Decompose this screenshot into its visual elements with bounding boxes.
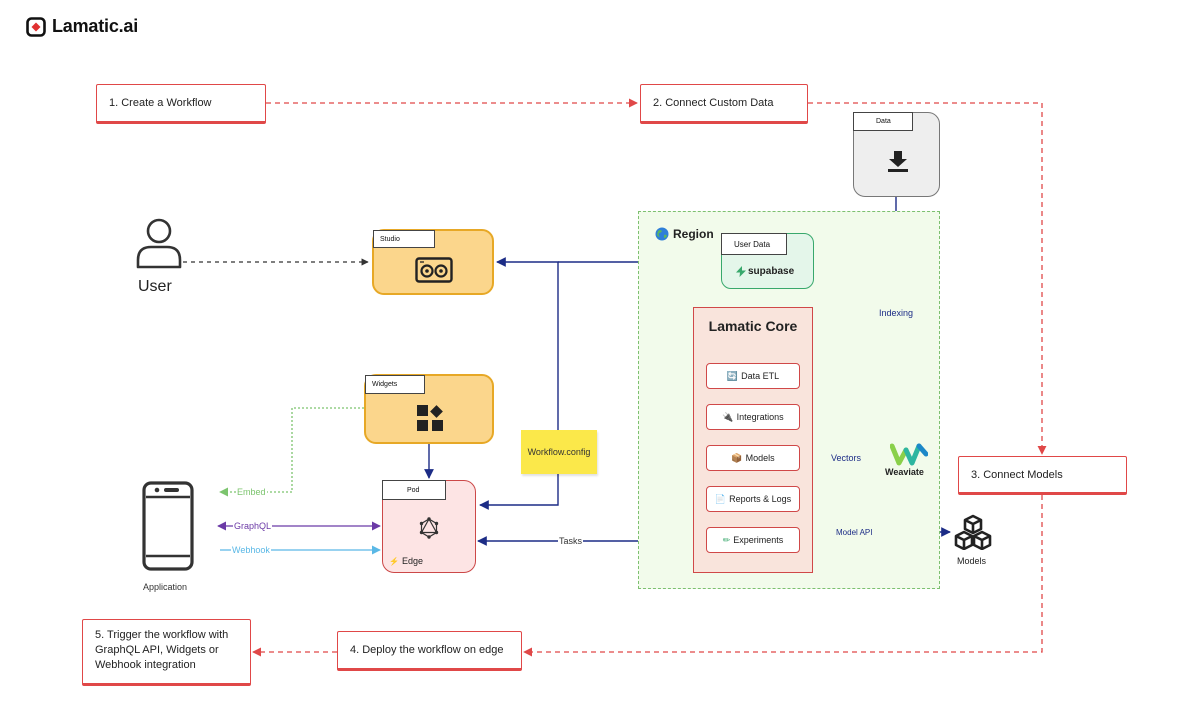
flow-step2-to-step3 <box>808 102 1047 455</box>
application-label: Application <box>143 582 188 592</box>
data-card[interactable]: Data <box>853 112 940 197</box>
studio-icon <box>415 257 453 283</box>
lamatic-core-title: Lamatic Core <box>708 318 798 334</box>
lamatic-logo-icon <box>26 16 46 37</box>
models-cubes-icon <box>954 514 992 550</box>
brand-logo: Lamatic.ai <box>26 16 138 37</box>
workflow-config-note[interactable]: Workflow.config <box>521 430 597 474</box>
graphql-icon <box>419 517 439 539</box>
indexing-label: Indexing <box>878 308 915 319</box>
studio-card[interactable]: Studio <box>372 229 494 295</box>
vectors-label: Vectors <box>830 453 863 464</box>
config-to-studio-connector <box>496 257 559 430</box>
integrations-plug-icon: 🔌 <box>722 411 734 422</box>
supabase-user-data-card[interactable]: User Data supabase <box>721 233 814 289</box>
step-flow-connectors <box>252 98 1047 657</box>
step-5-line-2: GraphQL API, Widgets or <box>95 644 219 656</box>
supabase-label: supabase <box>736 266 794 277</box>
core-item-experiments[interactable]: ✏Experiments <box>706 527 800 553</box>
phone-icon <box>142 481 194 571</box>
step-3-connect-models: 3. Connect Models <box>958 456 1127 495</box>
lamatic-core-container: Lamatic Core 🔄Data ETL 🔌Integrations 📦Mo… <box>693 307 813 573</box>
core-item-integrations[interactable]: 🔌Integrations <box>706 404 800 430</box>
embed-label: Embed <box>236 487 267 498</box>
weaviate-logo-icon <box>890 443 928 466</box>
edge-label: ⚡Edge <box>389 556 423 566</box>
download-icon <box>888 151 908 172</box>
widgets-tab: Widgets <box>365 375 425 394</box>
step-2-connect-custom-data: 2. Connect Custom Data <box>640 84 808 124</box>
config-to-pod-connector <box>479 474 559 510</box>
core-item-reports-logs[interactable]: 📄Reports & Logs <box>706 486 800 512</box>
weaviate-label: Weaviate <box>885 467 924 477</box>
models-label: Models <box>957 556 987 566</box>
webhook-label: Webhook <box>231 545 271 556</box>
region-label: Region <box>655 227 714 241</box>
step-5-line-3: Webhook integration <box>95 659 196 671</box>
studio-tab: Studio <box>373 230 435 248</box>
user-label: User <box>138 278 172 295</box>
step-5-trigger-workflow: 5. Trigger the workflow with GraphQL API… <box>82 619 251 686</box>
embed-connector <box>219 407 364 497</box>
core-item-models[interactable]: 📦Models <box>706 445 800 471</box>
flow-step3-to-step4 <box>523 495 1043 657</box>
data-tab: Data <box>853 112 913 131</box>
user-icon <box>136 218 182 269</box>
graphql-label: GraphQL <box>233 521 273 532</box>
widgets-card[interactable]: Widgets <box>364 374 494 444</box>
widgets-icon <box>417 405 443 431</box>
models-box-icon: 📦 <box>731 452 743 463</box>
edge-bolt-icon: ⚡ <box>389 556 399 566</box>
globe-icon <box>655 227 669 241</box>
core-item-data-etl[interactable]: 🔄Data ETL <box>706 363 800 389</box>
experiments-pencil-icon: ✏ <box>722 534 731 545</box>
reports-page-icon: 📄 <box>714 493 727 504</box>
tasks-label: Tasks <box>558 536 584 547</box>
step-4-deploy-on-edge: 4. Deploy the workflow on edge <box>337 631 522 671</box>
data-etl-icon: 🔄 <box>726 370 739 381</box>
step-5-line-1: 5. Trigger the workflow with <box>95 629 229 641</box>
step-1-create-workflow: 1. Create a Workflow <box>96 84 266 124</box>
supabase-bolt-icon <box>736 266 746 277</box>
user-data-tab: User Data <box>721 233 787 255</box>
brand-name: Lamatic.ai <box>52 16 139 36</box>
pod-card[interactable]: Pod ⚡Edge <box>382 480 476 573</box>
model-api-label: Model API <box>835 527 874 538</box>
pod-tab: Pod <box>382 480 446 500</box>
